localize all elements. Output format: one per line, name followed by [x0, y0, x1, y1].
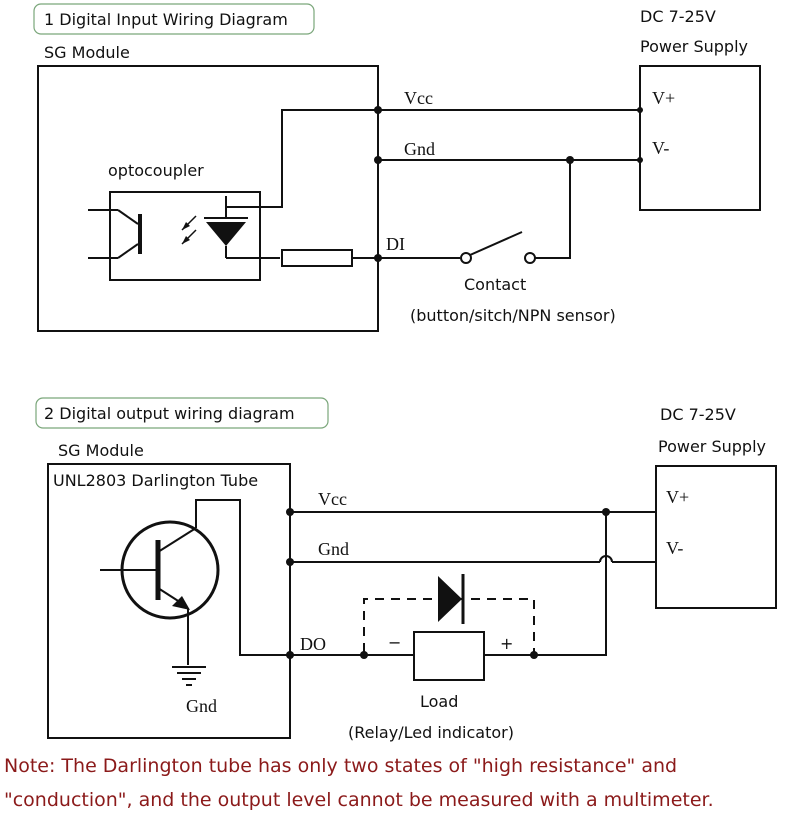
section-2-module-box: [47, 463, 291, 739]
section-2-power-title: DC 7-25V: [660, 405, 736, 424]
section-1-vminus-label: V-: [652, 138, 669, 158]
flyback-diode-icon: [438, 574, 465, 624]
section-2-power-subtitle: Power Supply: [658, 437, 766, 456]
ground-icon: [172, 666, 206, 686]
section-2-output-diagram: 2 Digital output wiring diagram SG Modul…: [35, 397, 777, 742]
section-1-power-title: DC 7-25V: [640, 7, 716, 26]
led-diode-icon: [204, 196, 248, 258]
section-1-vcc-wire: [225, 109, 640, 208]
junction-dot: [360, 651, 368, 659]
ground-label: Gnd: [186, 696, 217, 716]
section-1-module-box: [37, 65, 379, 332]
transistor-icon: [100, 520, 220, 620]
note-line-2: "conduction", and the output level canno…: [4, 789, 714, 811]
junction-dot: [374, 106, 382, 114]
junction-dot: [602, 508, 610, 516]
resistor-icon: [281, 249, 353, 267]
phototransistor-icon: [88, 209, 142, 259]
junction-dot: [637, 107, 643, 113]
section-1-power-subtitle: Power Supply: [640, 37, 748, 56]
light-arrows-icon: [181, 215, 197, 245]
junction-dot: [286, 558, 294, 566]
junction-dot: [286, 651, 294, 659]
section-1-contact-return-wire: [535, 160, 571, 259]
section-2-gnd-label: Gnd: [318, 539, 349, 559]
junction-dot: [374, 254, 382, 262]
section-2-power-supply-box: [655, 465, 777, 609]
section-2-title: 2 Digital output wiring diagram: [44, 404, 295, 423]
section-2-vcc-label: Vcc: [318, 489, 347, 509]
load-label: Load: [420, 692, 458, 711]
section-2-do-label: DO: [300, 634, 326, 654]
optocoupler-box: [109, 191, 261, 281]
section-2-vminus-label: V-: [666, 538, 683, 558]
contact-switch-icon: [460, 231, 536, 264]
section-2-do-wire: [195, 499, 292, 656]
section-2-load-supply-wire: [534, 512, 607, 656]
section-2-vplus-label: V+: [666, 487, 689, 507]
section-2-module-label: SG Module: [58, 441, 144, 460]
section-1-input-diagram: 1 Digital Input Wiring Diagram SG Module…: [33, 3, 761, 332]
section-1-gnd-label: Gnd: [404, 139, 435, 159]
contact-sublabel: (button/sitch/NPN sensor): [410, 306, 616, 325]
section-1-vplus-label: V+: [652, 88, 675, 108]
section-1-power-supply-box: [639, 65, 761, 211]
junction-dot: [374, 156, 382, 164]
optocoupler-label: optocoupler: [108, 161, 204, 180]
junction-dot: [637, 157, 643, 163]
section-1-module-label: SG Module: [44, 43, 130, 62]
section-1-title-box: [33, 3, 315, 35]
junction-dot: [566, 156, 574, 164]
load-plus-sign: +: [500, 634, 513, 653]
section-1-vcc-label: Vcc: [404, 88, 433, 108]
load-box: [413, 631, 485, 681]
junction-dot: [530, 651, 538, 659]
load-sublabel: (Relay/Led indicator): [348, 723, 514, 742]
section-1-title: 1 Digital Input Wiring Diagram: [44, 10, 288, 29]
junction-dot: [286, 508, 294, 516]
load-minus-sign: −: [388, 633, 401, 652]
section-1-di-label: DI: [386, 234, 405, 254]
contact-label: Contact: [464, 275, 526, 294]
darlington-label: UNL2803 Darlington Tube: [53, 471, 258, 490]
note-line-1: Note: The Darlington tube has only two s…: [4, 755, 677, 777]
section-2-title-box: [35, 397, 329, 429]
